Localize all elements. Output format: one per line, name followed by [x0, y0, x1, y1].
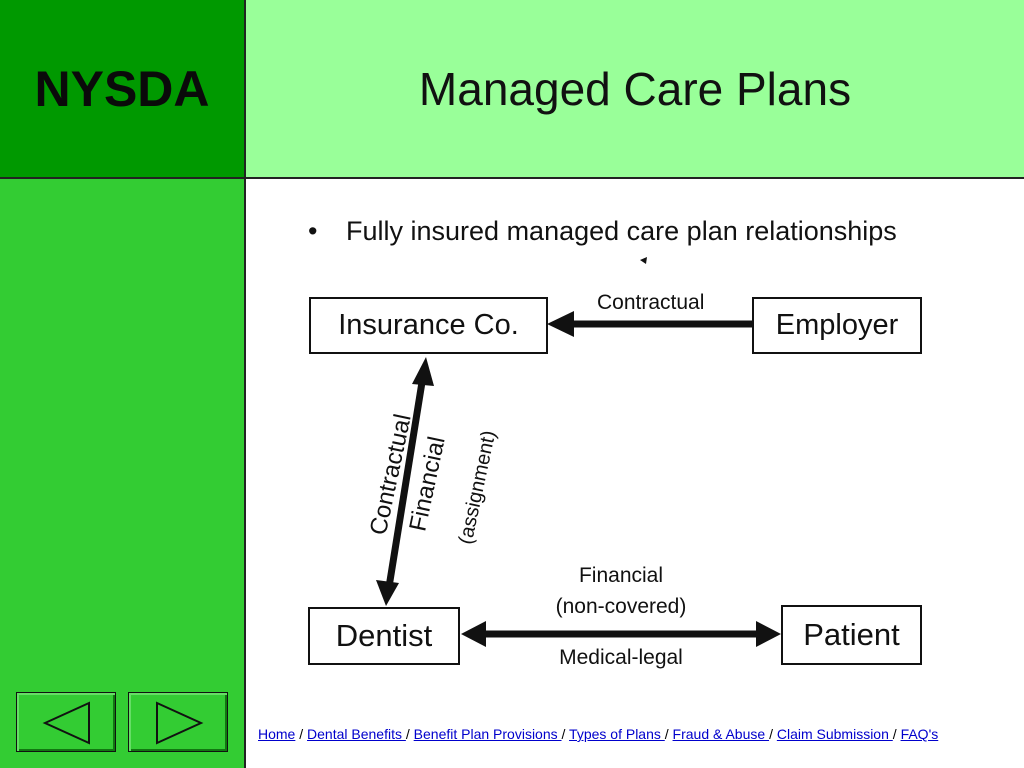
- label-medical-legal: Medical-legal: [559, 646, 683, 669]
- node-dentist: Dentist: [308, 607, 460, 665]
- forward-button[interactable]: [128, 692, 228, 752]
- label-employer-insurance: Contractual: [597, 291, 705, 314]
- arrowhead-insurance: [547, 311, 574, 337]
- node-employer: Employer: [752, 297, 922, 354]
- bullet-item: • Fully insured managed care plan relatio…: [308, 216, 897, 247]
- stray-marker: [640, 257, 647, 264]
- back-button[interactable]: [16, 692, 116, 752]
- right-triangle-icon: [156, 701, 204, 745]
- footer-link-faqs[interactable]: FAQ's: [900, 726, 939, 742]
- page-title: Managed Care Plans: [418, 62, 852, 115]
- footer-link-home[interactable]: Home: [258, 726, 296, 742]
- sidebar: [0, 179, 246, 768]
- footer-link-fraud-abuse[interactable]: Fraud & Abuse: [672, 726, 770, 742]
- node-insurance: Insurance Co.: [309, 297, 548, 354]
- label-non-covered: (non-covered): [555, 595, 687, 618]
- footer-link-benefit-plan-provisions[interactable]: Benefit Plan Provisions: [413, 726, 562, 742]
- title-band: Managed Care Plans: [246, 0, 1024, 179]
- node-patient: Patient: [781, 605, 922, 665]
- arrowhead-right: [756, 621, 781, 647]
- left-triangle-icon: [42, 701, 90, 745]
- footer-nav: Home / Dental Benefits / Benefit Plan Pr…: [258, 726, 939, 742]
- label-assignment-vertical: (assignment): [454, 428, 501, 547]
- logo: NYSDA: [34, 60, 210, 117]
- arrowhead-down: [376, 580, 399, 606]
- logo-panel: NYSDA: [0, 0, 246, 179]
- bullet-marker: •: [308, 216, 318, 246]
- arrowhead-up: [412, 357, 434, 386]
- bullet-text: Fully insured managed care plan relation…: [346, 216, 897, 246]
- footer-link-claim-submission[interactable]: Claim Submission: [776, 726, 893, 742]
- footer-link-types-of-plans[interactable]: Types of Plans: [569, 726, 665, 742]
- arrowhead-left: [461, 621, 486, 647]
- label-financial-horizontal: Financial: [578, 564, 664, 587]
- footer-link-dental-benefits[interactable]: Dental Benefits: [307, 726, 406, 742]
